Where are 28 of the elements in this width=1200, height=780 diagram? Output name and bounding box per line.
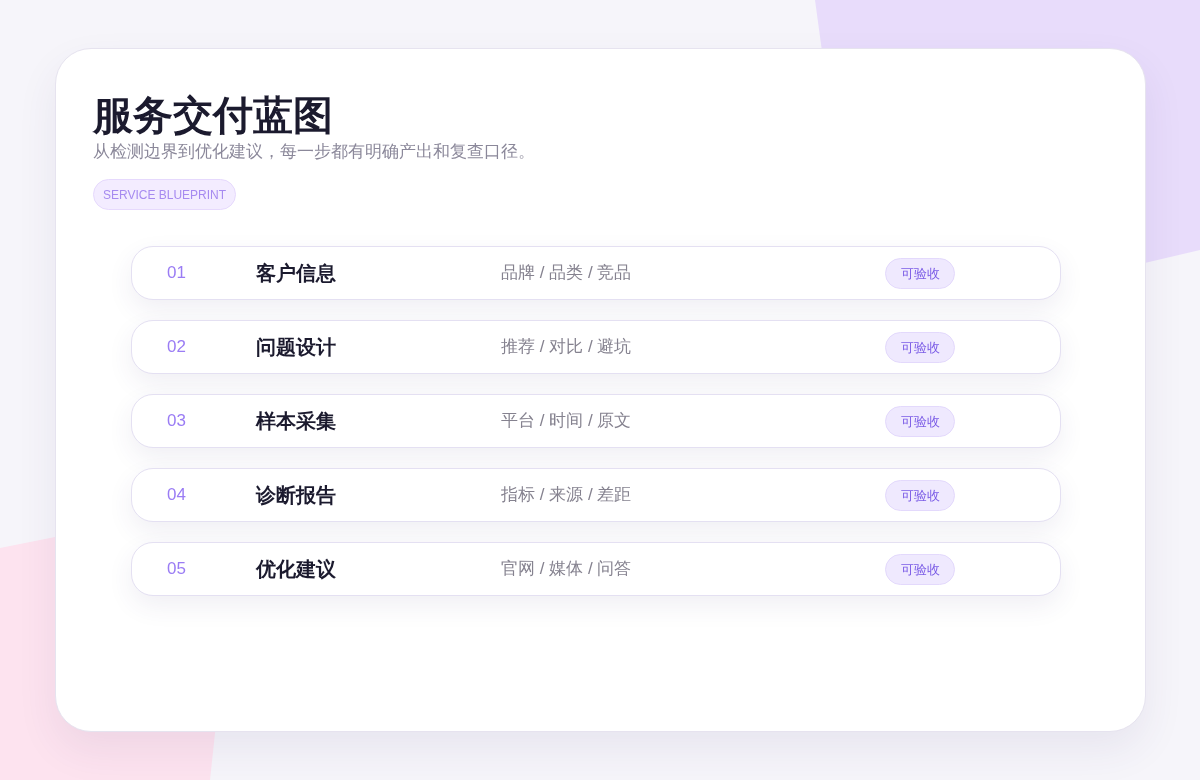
step-title: 诊断报告	[256, 483, 336, 507]
status-badge: 可验收	[885, 480, 955, 511]
keyword-list: 指标 / 来源 / 差距	[501, 483, 632, 507]
title: 服务交付蓝图	[93, 92, 333, 139]
status-badge: 可验收	[885, 332, 955, 363]
step-number: 03	[167, 410, 186, 432]
step-row	[131, 246, 1061, 300]
step-row	[131, 320, 1061, 374]
step-row	[131, 394, 1061, 448]
step-title: 优化建议	[256, 557, 336, 581]
keyword-list: 平台 / 时间 / 原文	[501, 409, 632, 433]
step-number: 01	[167, 262, 186, 284]
status-badge: 可验收	[885, 406, 955, 437]
step-number: 02	[167, 336, 186, 358]
step-number: 04	[167, 484, 186, 506]
status-badge: 可验收	[885, 554, 955, 585]
step-number: 05	[167, 558, 186, 580]
keyword-list: 官网 / 媒体 / 问答	[501, 557, 632, 581]
step-row	[131, 468, 1061, 522]
subtitle: 从检测边界到优化建议，每一步都有明确产出和复查口径。	[93, 141, 535, 163]
keyword-list: 推荐 / 对比 / 避坑	[501, 335, 632, 359]
step-title: 样本采集	[256, 409, 336, 433]
keyword-list: 品牌 / 品类 / 竞品	[501, 261, 632, 285]
step-title: 客户信息	[256, 261, 336, 285]
status-badge: 可验收	[885, 258, 955, 289]
step-title: 问题设计	[256, 335, 336, 359]
step-row	[131, 542, 1061, 596]
tag-pill: SERVICE BLUEPRINT	[93, 179, 236, 210]
